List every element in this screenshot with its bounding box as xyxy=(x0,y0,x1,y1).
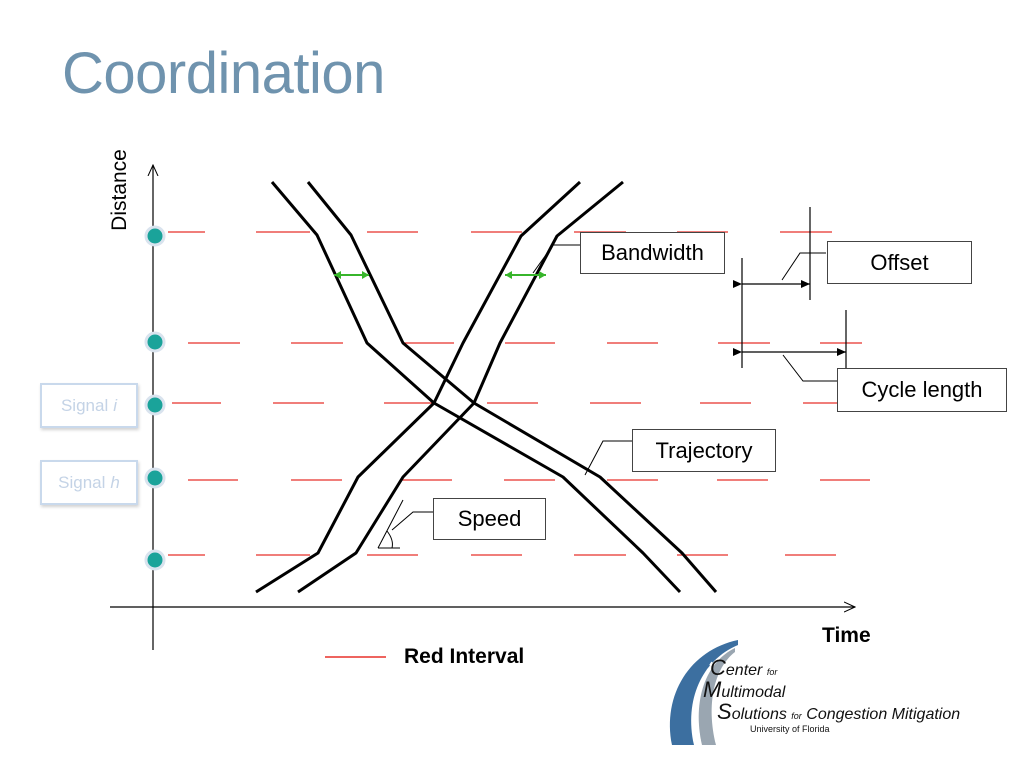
signal-tag-name: Signal xyxy=(58,472,106,492)
signal-node xyxy=(144,331,166,353)
signal-node xyxy=(144,467,166,489)
trajectory-northbound-2 xyxy=(297,180,624,594)
logo-line3-rest: olutions xyxy=(731,706,787,723)
speed-label: Speed xyxy=(433,498,546,540)
logo-emblem xyxy=(669,640,738,745)
logo-line2-initial: M xyxy=(703,677,722,702)
signal-node xyxy=(144,225,166,247)
y-axis-label: Distance xyxy=(108,149,131,231)
slide-title: Coordination xyxy=(62,41,385,106)
logo-line2-rest: ultimodal xyxy=(721,684,786,701)
logo-line3-initial: S xyxy=(717,699,732,724)
dimension-lines xyxy=(733,207,847,368)
signal-node xyxy=(144,394,166,416)
leader-lines xyxy=(391,244,837,531)
logo-line1-rest: enter xyxy=(725,662,763,679)
trajectories xyxy=(255,180,718,594)
speed-angle-marker xyxy=(377,499,404,549)
logo-line3-for: for xyxy=(791,711,802,721)
logo-line3-tail: Congestion Mitigation xyxy=(806,706,961,723)
signal-tag-name: Signal xyxy=(60,395,109,415)
bandwidth-label: Bandwidth xyxy=(580,232,725,274)
trajectory-northbound-1 xyxy=(255,180,582,594)
offset-label: Offset xyxy=(827,241,972,284)
x-axis-label: Time xyxy=(822,624,871,647)
red-intervals xyxy=(168,231,870,556)
logo-line1-for: for xyxy=(766,667,778,677)
cycle-length-label: Cycle length xyxy=(837,368,1007,412)
signal-nodes xyxy=(144,225,166,571)
signal-node xyxy=(144,549,166,571)
logo-line1-initial: C xyxy=(710,655,726,680)
signal-tag-index: i xyxy=(113,395,118,415)
trajectory-label: Trajectory xyxy=(632,429,776,472)
logo-line4: University of Florida xyxy=(750,724,830,734)
legend-label: Red Interval xyxy=(404,645,525,668)
signal-tag-index: h xyxy=(110,472,120,492)
